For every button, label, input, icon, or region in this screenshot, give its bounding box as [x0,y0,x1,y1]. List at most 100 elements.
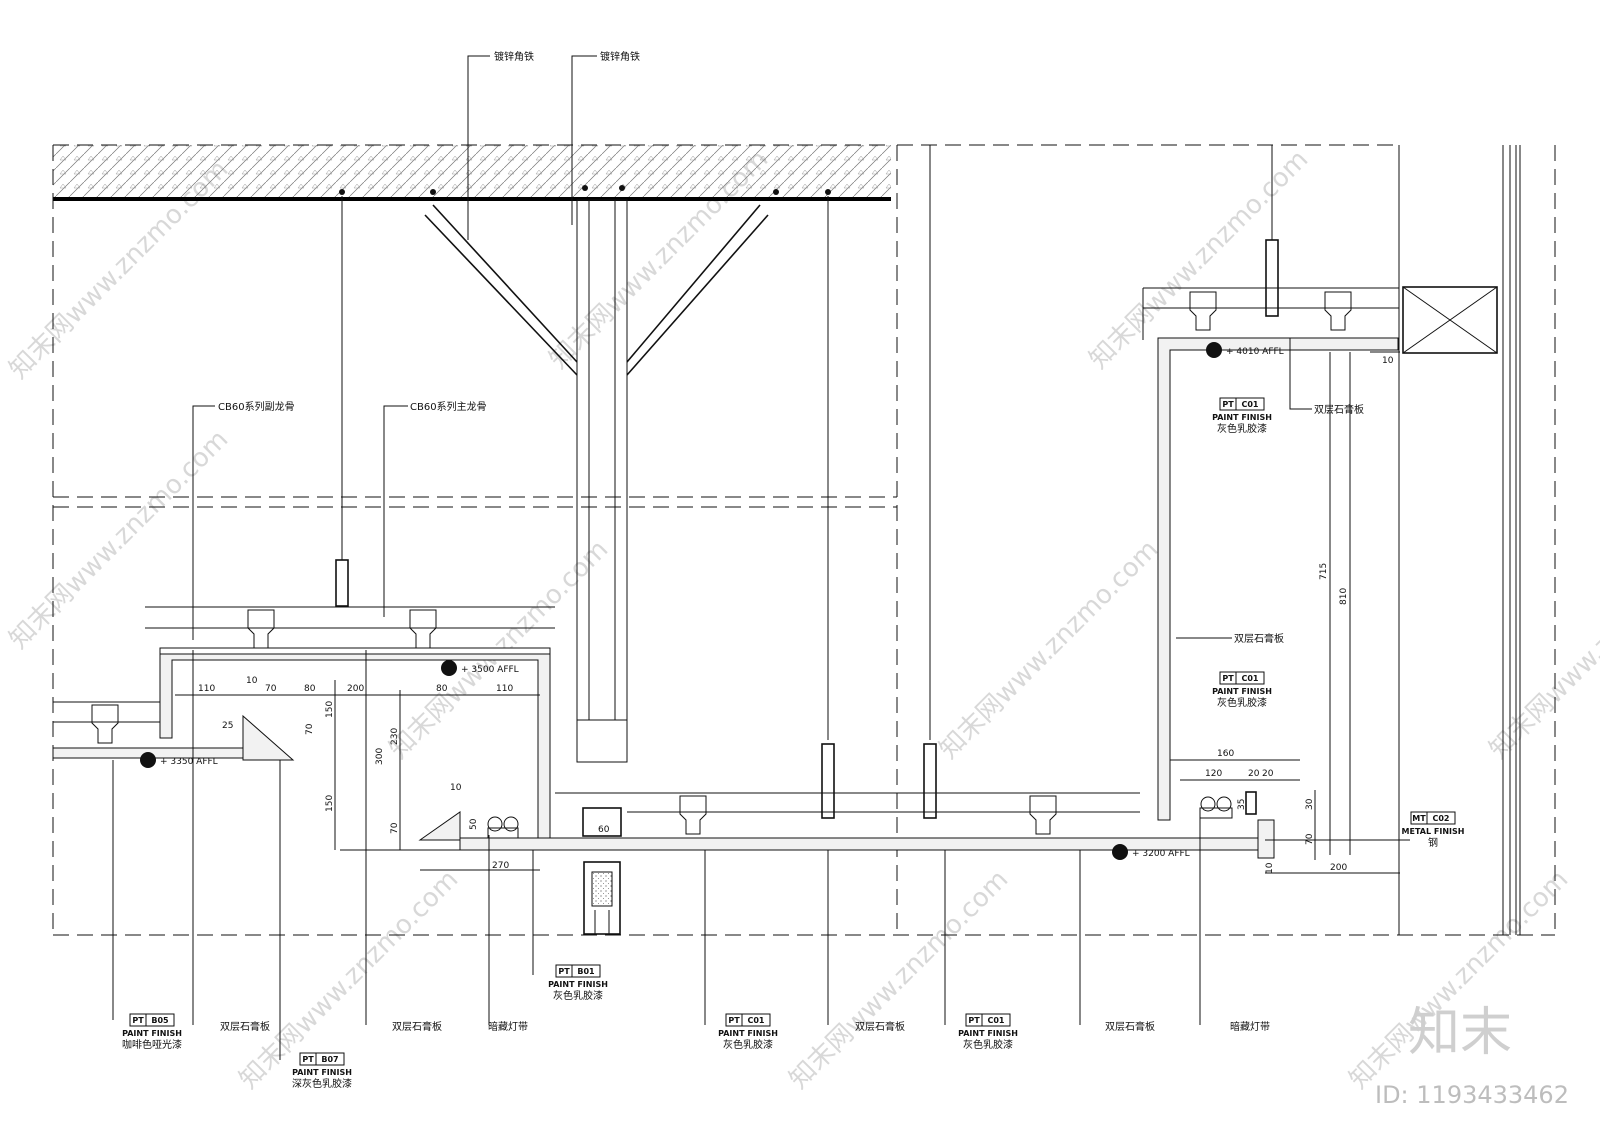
dim-160: 160 [1217,749,1234,759]
label-angle-iron: 镀锌角铁 [494,50,534,63]
dim-200: 200 [347,684,364,694]
dim-70: 70 [305,723,315,735]
tag-number: C01 [1241,400,1258,409]
dim-70: 70 [265,684,277,694]
dim-110: 110 [496,684,513,694]
watermark-text: 知末网www.znzmo.com [4,424,235,655]
dim-150: 150 [325,701,335,718]
dim-150: 150 [325,795,335,812]
right-column [1398,145,1521,935]
tag-code: PT [968,1016,980,1025]
tag-number: C01 [987,1016,1004,1025]
dim-10: 10 [246,676,258,686]
steel-post [576,199,628,935]
label-gypsum: 双层石膏板 [1234,632,1284,645]
dim-230: 230 [390,728,400,745]
watermark-text: 知末网www.znzmo.com [234,864,465,1095]
keel-clips [91,291,1352,835]
level-markers: + 4010 AFFL + 3500 AFFL + 3350 AFFL + 32… [140,342,1284,860]
tag-description: 咖啡色哑光漆 [122,1038,182,1051]
label-light-strip: 暗藏灯带 [1230,1020,1270,1033]
tag-type: PAINT FINISH [122,1029,182,1038]
tag-type: PAINT FINISH [548,980,608,989]
tag-description: 灰色乳胶漆 [963,1038,1013,1051]
tag-type: PAINT FINISH [1212,413,1272,422]
tag-number: C01 [747,1016,764,1025]
dim-10: 10 [1382,356,1394,366]
dim-50: 50 [469,818,479,830]
label-gypsum: 双层石膏板 [220,1020,270,1033]
tag-description: 灰色乳胶漆 [1217,696,1267,709]
label-gypsum: 双层石膏板 [392,1020,442,1033]
tag-code: PT [302,1055,314,1064]
dim-25: 25 [222,721,233,731]
dim-270: 270 [492,861,509,871]
dim-70: 70 [390,822,400,834]
tag-code: PT [1222,674,1234,683]
level-3350: + 3350 AFFL [160,757,218,767]
callout-labels: 镀锌角铁 镀锌角铁 CB60系列副龙骨 CB60系列主龙骨 双层石膏板 双层石膏… [218,50,1364,1033]
label-light-strip: 暗藏灯带 [488,1020,528,1033]
tag-number: B01 [577,967,595,976]
level-3500: + 3500 AFFL [461,665,519,675]
gypsum-boards [52,337,1399,859]
dim-810: 810 [1339,588,1349,605]
watermark-text: 知末网www.znzmo.com [784,864,1015,1095]
dashed-outline [52,144,1556,936]
watermarks: 知末网www.znzmo.com 知末网www.znzmo.com 知末网www… [4,144,1600,1095]
dim-30: 30 [1305,798,1315,810]
label-main-keel: CB60系列主龙骨 [410,400,487,413]
dim-300: 300 [375,748,385,765]
level-3200: + 3200 AFFL [1132,849,1190,859]
tag-type: PAINT FINISH [1212,687,1272,696]
tag-box [1410,811,1456,825]
dim-35: 35 [1237,799,1247,810]
watermark-logo: 知末 [1408,1003,1512,1063]
watermark-text: 知末网www.znzmo.com [1484,534,1600,765]
dimension-lines [175,351,1400,874]
tag-type: PAINT FINISH [958,1029,1018,1038]
tag-type: PAINT FINISH [292,1068,352,1077]
label-gypsum: 双层石膏板 [1105,1020,1155,1033]
dim-200: 200 [1330,863,1347,873]
tag-type: METAL FINISH [1402,827,1465,836]
angle-iron-braces [424,204,769,376]
label-gypsum: 双层石膏板 [1314,403,1364,416]
tag-code: PT [728,1016,740,1025]
duct-box [1402,286,1498,354]
tag-code: PT [558,967,570,976]
tag-description: 钢 [1428,836,1438,849]
tag-description: 深灰色乳胶漆 [292,1077,352,1090]
tag-description: 灰色乳胶漆 [553,989,603,1002]
level-4010: + 4010 AFFL [1226,347,1284,357]
watermark-id: ID: 1193433462 [1375,1081,1569,1109]
dim-80: 80 [304,684,316,694]
label-gypsum: 双层石膏板 [855,1020,905,1033]
dimension-labels: 110 10 70 80 200 80 110 25 70 150 230 30… [198,356,1394,874]
label-secondary-keel: CB60系列副龙骨 [218,400,295,413]
tag-box [725,1013,771,1027]
dim-20: 20 [1248,769,1260,779]
dim-80: 80 [436,684,448,694]
tag-box [555,964,601,978]
dim-70: 70 [1305,833,1315,845]
tag-number: C01 [1241,674,1258,683]
dim-20: 20 [1262,769,1274,779]
dim-60: 60 [598,825,610,835]
dim-120: 120 [1205,769,1222,779]
leaders [112,55,1410,1060]
tag-type: PAINT FINISH [718,1029,778,1038]
keel-rails [53,287,1399,813]
hanger-rods [335,145,1279,819]
tag-box [1219,397,1265,411]
concrete-slab [53,144,891,201]
dim-715: 715 [1319,563,1329,580]
